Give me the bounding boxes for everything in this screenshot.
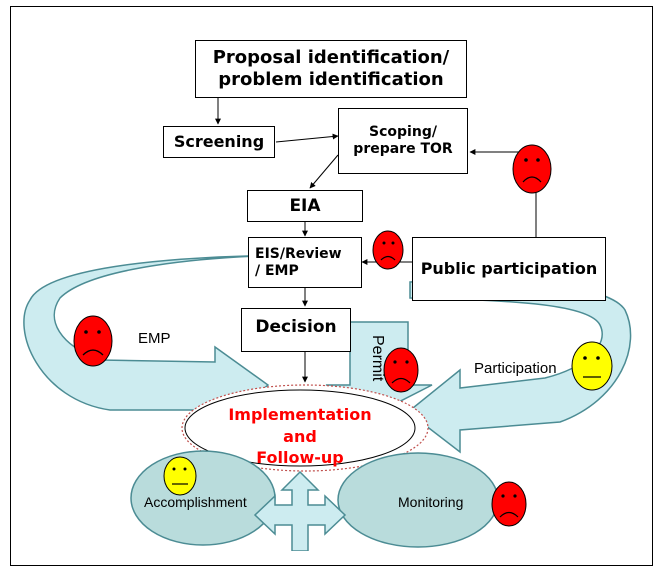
sad-face-icon [491,481,527,527]
scoping-box: Scoping/ prepare TOR [338,108,468,174]
sad-face-icon [512,144,552,194]
monitoring-label: Monitoring [398,494,464,510]
sad-face-icon [73,315,113,367]
participation-label: Participation [474,360,557,377]
public-participation-box: Public participation [412,237,606,301]
accomplishment-label: Accomplishment [144,494,247,510]
permit-label: Permit [369,335,386,382]
cross-arrows [253,470,347,551]
emp-label: EMP [138,330,171,347]
sad-face-icon [372,230,404,270]
eis-review-emp-box: EIS/Review / EMP [248,237,362,288]
decision-box: Decision [241,308,351,352]
neutral-face-icon [571,341,613,391]
proposal-box: Proposal identification/ problem identif… [195,40,467,98]
emp-flow-arrow [23,254,301,432]
eia-box: EIA [247,190,363,222]
sad-face-icon [383,347,419,393]
screening-box: Screening [163,126,275,158]
implementation-label: Implementation and Follow-up [228,405,372,468]
neutral-face-icon [163,456,197,496]
diagram-canvas [23,98,632,551]
